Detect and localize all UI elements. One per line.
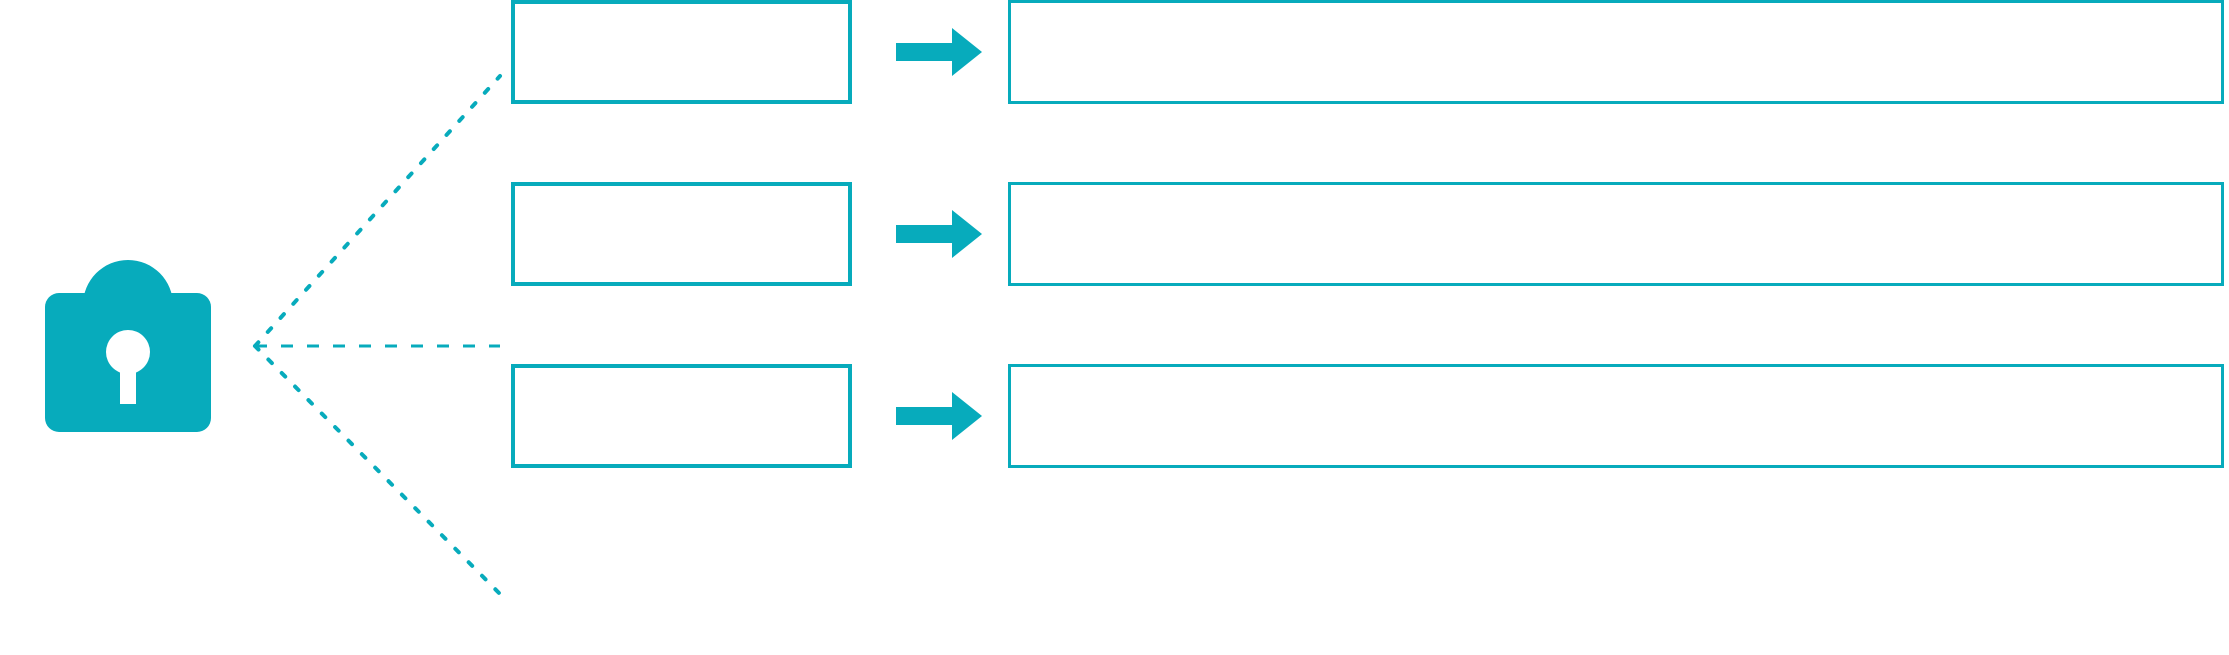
stage-box-row-0[interactable] (511, 0, 852, 104)
stage-box-label-row-0 (515, 4, 848, 24)
detail-box-label-row-1 (1011, 185, 2221, 205)
connector-line-row-2 (253, 344, 502, 596)
stage-box-label-row-1 (515, 186, 848, 206)
padlock-icon (28, 210, 228, 442)
detail-box-row-1[interactable] (1008, 182, 2224, 286)
stage-box-row-2[interactable] (511, 364, 852, 468)
arrow-right-icon (896, 208, 982, 260)
connector-line-row-0 (253, 74, 502, 348)
detail-box-label-row-2 (1011, 367, 2221, 387)
detail-box-row-0[interactable] (1008, 0, 2224, 104)
arrow-right-icon (896, 26, 982, 78)
stage-box-label-row-2 (515, 368, 848, 388)
detail-box-row-2[interactable] (1008, 364, 2224, 468)
arrow-right-icon (896, 390, 982, 442)
stage-box-row-1[interactable] (511, 182, 852, 286)
detail-box-label-row-0 (1011, 3, 2221, 23)
